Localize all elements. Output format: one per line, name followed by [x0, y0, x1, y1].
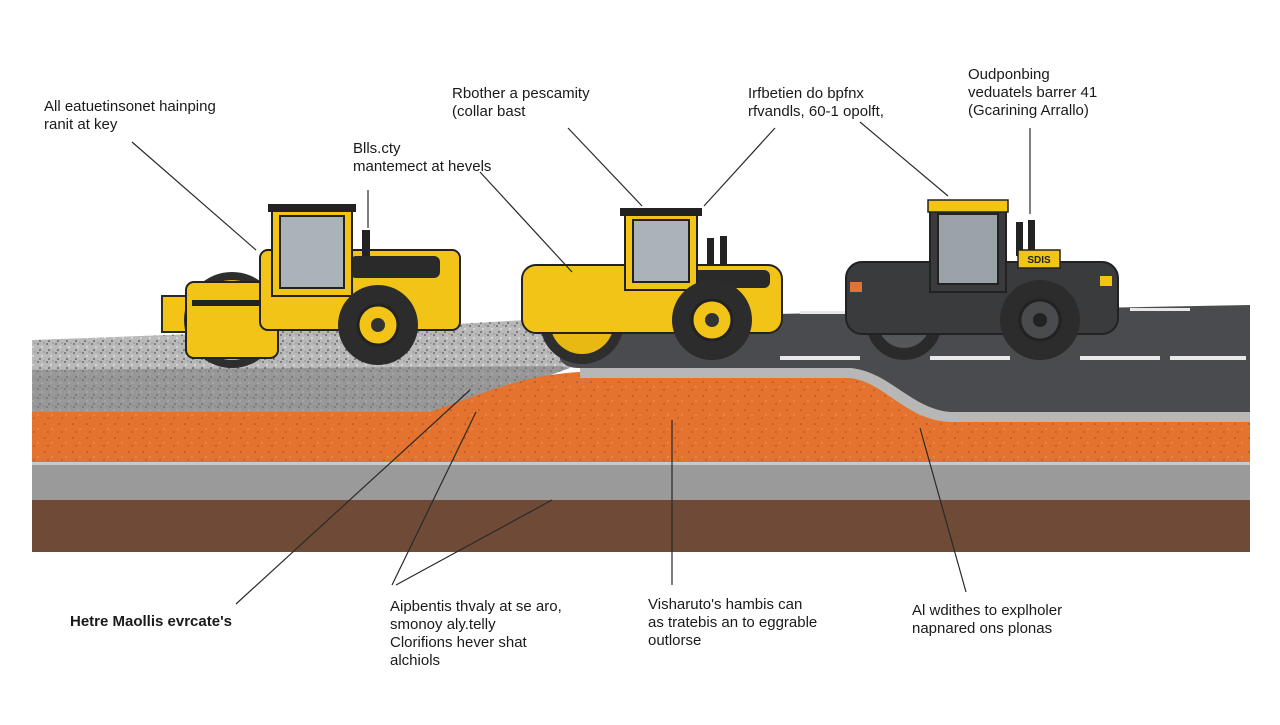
roller-yellow-left	[161, 204, 461, 368]
lane-marking	[1080, 356, 1160, 360]
label-top-center: Rbother a pescamity (collar bast	[452, 85, 590, 120]
leader-line	[235, 389, 471, 605]
lane-marking	[780, 356, 860, 360]
roller-badge: SDIS	[1027, 255, 1051, 266]
leader-line	[391, 411, 477, 586]
grey-base-layer	[32, 462, 1250, 500]
leader-line	[703, 127, 776, 207]
roller-dark-right: SDIS	[845, 199, 1119, 360]
label-bottom-left: Hetre Maollis evrcate's	[70, 613, 232, 630]
label-top-left: All eatuetinsonet hainping ranit at key	[44, 98, 216, 133]
label-top-right: Oudponbing veduatels barrer 41 (Gcarinin…	[968, 66, 1098, 119]
leader-line	[567, 127, 643, 207]
lane-marking	[800, 311, 850, 314]
label-bottom-center-left: Aipbentis thvaly at se aro, smonoy aly.t…	[390, 598, 562, 669]
leader-line	[479, 171, 573, 273]
leader-lines	[131, 121, 1031, 605]
soil-layer	[32, 498, 1250, 552]
leader-line	[131, 141, 257, 251]
label-top-right-center: Irfbetien do bpfnx rfvandls, 60-1 opolft…	[748, 85, 884, 120]
lane-marking	[930, 356, 1010, 360]
leader-line	[919, 427, 967, 593]
lane-marking	[1130, 308, 1190, 311]
label-bottom-center-right: Visharuto's hambis can as tratebis an to…	[648, 596, 818, 649]
lane-marking	[1170, 356, 1246, 360]
label-mid-left: Blls.cty mantemect at hevels	[353, 140, 492, 175]
leader-line	[859, 121, 949, 197]
label-bottom-right: Al wdithes to explholer napnared ons plo…	[912, 602, 1063, 637]
leader-line	[395, 499, 553, 586]
roller-yellow-center	[521, 208, 783, 364]
